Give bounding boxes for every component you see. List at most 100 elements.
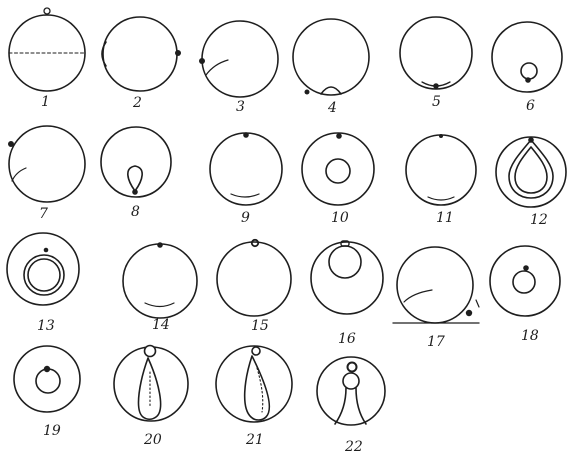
egg-outline xyxy=(202,21,278,97)
egg-outline xyxy=(302,133,374,205)
figure-3: 3 xyxy=(199,21,278,115)
figure-label: 11 xyxy=(436,210,454,226)
egg-outline xyxy=(103,17,177,91)
inner-vesicle xyxy=(513,271,535,293)
dark-spot xyxy=(528,137,534,143)
tick-mark xyxy=(476,300,479,307)
figure-9: 9 xyxy=(210,132,282,226)
figure-label: 16 xyxy=(338,331,356,347)
figure-label: 18 xyxy=(521,328,539,344)
figure-label: 17 xyxy=(427,334,445,350)
figure-label: 13 xyxy=(37,318,55,334)
polar-body xyxy=(252,240,258,246)
figure-label: 12 xyxy=(530,212,548,228)
polar-body xyxy=(348,363,357,372)
dark-spot xyxy=(525,77,531,83)
egg-outline xyxy=(216,346,292,422)
dark-spot xyxy=(44,248,49,253)
figure-5: 5 xyxy=(400,17,472,110)
figure-label: 20 xyxy=(143,432,162,448)
figure-label: 9 xyxy=(241,210,250,226)
figure-label: 14 xyxy=(152,317,170,333)
polar-body xyxy=(145,346,156,357)
polar-body xyxy=(252,347,260,355)
inner-vesicle xyxy=(36,369,60,393)
dark-spot xyxy=(433,83,439,89)
egg-outline xyxy=(490,246,560,316)
dark-spot xyxy=(243,132,249,138)
figure-19: 19 xyxy=(14,346,80,439)
egg-outline xyxy=(14,346,80,412)
egg-outline xyxy=(397,247,473,323)
figure-label: 19 xyxy=(43,423,61,439)
figure-15: 15 xyxy=(217,240,291,334)
figure-label: 4 xyxy=(327,100,337,116)
inner-vesicle xyxy=(326,159,350,183)
egg-outline xyxy=(9,126,85,202)
dark-spot xyxy=(8,141,14,147)
crescent-mark xyxy=(102,42,106,66)
dark-spot xyxy=(466,310,472,316)
stalk xyxy=(335,388,366,424)
figure-label: 10 xyxy=(331,210,349,226)
egg-outline xyxy=(293,19,369,95)
dark-spot xyxy=(199,58,205,64)
polar-body xyxy=(44,8,50,14)
arc-mark xyxy=(231,194,259,197)
figure-17: 17 xyxy=(393,247,479,350)
arc-mark xyxy=(206,60,228,75)
inner-vesicle-outer xyxy=(509,140,553,198)
dark-spot xyxy=(439,134,443,138)
teardrop-vesicle xyxy=(245,356,270,420)
egg-outline xyxy=(210,133,282,205)
figure-label: 22 xyxy=(344,439,363,455)
inner-vesicle xyxy=(521,63,537,79)
figure-label: 21 xyxy=(245,432,264,448)
figure-7: 7 xyxy=(8,126,85,222)
figure-12: 12 xyxy=(496,137,566,228)
figure-20: 20 xyxy=(114,346,188,449)
egg-outline xyxy=(406,135,476,205)
figure-6: 6 xyxy=(492,22,562,114)
egg-outline xyxy=(114,347,188,421)
figure-1: 1 xyxy=(9,8,85,110)
figure-label: 8 xyxy=(131,204,140,220)
figure-label: 6 xyxy=(526,98,535,114)
egg-outline xyxy=(400,17,472,89)
dark-spot xyxy=(305,90,310,95)
dark-spot xyxy=(523,265,529,271)
inner-ring-inner xyxy=(28,259,60,291)
figure-21: 21 xyxy=(216,346,292,448)
dome-mark xyxy=(321,87,341,94)
dark-spot xyxy=(157,242,163,248)
inner-ring-outer xyxy=(24,255,64,295)
dark-spot xyxy=(336,133,342,139)
figure-label: 1 xyxy=(41,94,50,110)
dark-spot xyxy=(44,366,50,372)
inner-vesicle xyxy=(329,246,361,278)
figure-label: 7 xyxy=(39,206,48,222)
figure-label: 5 xyxy=(432,94,441,110)
figure-10: 10 xyxy=(302,133,374,226)
arc-mark xyxy=(404,290,432,302)
figure-8: 8 xyxy=(101,127,171,220)
teardrop-vesicle xyxy=(128,166,142,191)
figure-13: 13 xyxy=(7,233,79,334)
figure-label: 3 xyxy=(236,99,245,115)
dark-spot xyxy=(132,189,138,195)
figure-2: 2 xyxy=(102,17,181,111)
figure-4: 4 xyxy=(293,19,369,116)
dark-spot xyxy=(175,50,181,56)
egg-outline xyxy=(317,357,385,425)
figure-label: 15 xyxy=(251,318,269,334)
figure-label: 2 xyxy=(132,95,142,111)
figure-22: 22 xyxy=(317,357,385,455)
arc-mark xyxy=(428,197,454,200)
egg-outline xyxy=(101,127,171,197)
inner-vesicle xyxy=(343,373,359,389)
figure-14: 14 xyxy=(123,242,197,333)
figure-18: 18 xyxy=(490,246,560,344)
figure-11: 11 xyxy=(406,134,476,226)
egg-outline xyxy=(217,242,291,316)
